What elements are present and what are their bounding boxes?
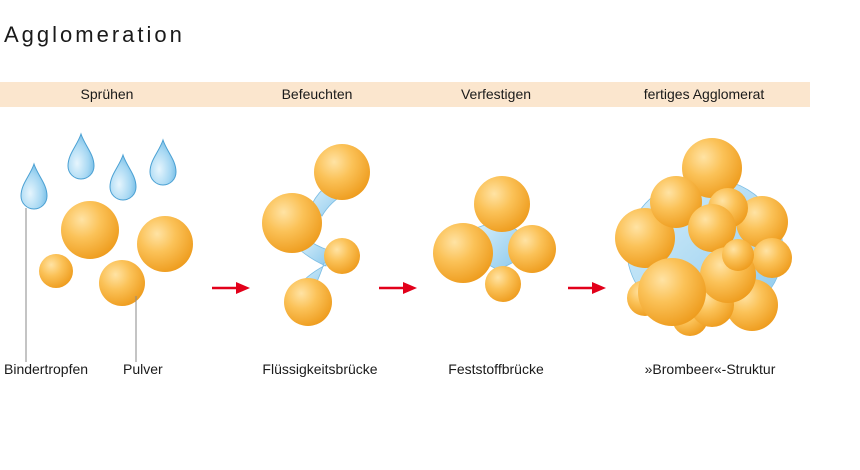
binder-drop (149, 138, 177, 186)
stage-label-finished-agglomerate: fertiges Agglomerat (643, 86, 765, 102)
arrow-icon (212, 282, 250, 294)
caption-binder-drops: Bindertropfen (4, 361, 89, 377)
drop-group (20, 132, 177, 210)
powder-particle (314, 144, 370, 200)
powder-particle (61, 201, 119, 259)
powder-particle (137, 216, 193, 272)
powder-particle (99, 260, 145, 306)
powder-particle (433, 223, 493, 283)
binder-drop (109, 153, 137, 201)
agglomerate-particles (615, 138, 792, 336)
binder-drop (20, 162, 48, 210)
powder-particles (39, 201, 193, 306)
powder-particle (485, 266, 521, 302)
powder-particle (39, 254, 73, 288)
powder-particle (638, 258, 706, 326)
powder-particle (722, 239, 754, 271)
caption-blackberry-structure: »Brombeer«-Struktur (644, 361, 776, 377)
powder-particle (508, 225, 556, 273)
powder-particle (262, 193, 322, 253)
caption-powder: Pulver (123, 361, 163, 377)
powder-particle (688, 204, 736, 252)
arrow-icon (379, 282, 417, 294)
caption-solid-bridge: Feststoffbrücke (448, 361, 544, 377)
powder-particle (284, 278, 332, 326)
stage-label-solidifying: Verfestigen (460, 86, 532, 102)
liquid-bridge-particles (262, 144, 370, 326)
powder-particle (682, 138, 742, 198)
stage-label-wetting: Befeuchten (281, 86, 353, 102)
binder-drop (67, 132, 95, 180)
powder-particle (324, 238, 360, 274)
stage-header-band (0, 82, 810, 107)
powder-particle (752, 238, 792, 278)
powder-particle (474, 176, 530, 232)
diagram-title: Agglomeration (4, 22, 185, 47)
powder-particle (615, 208, 675, 268)
stage-label-spraying: Sprühen (80, 86, 134, 102)
arrow-icon (568, 282, 606, 294)
powder-particle (650, 176, 702, 228)
solid-bridge-particles (433, 176, 556, 302)
caption-liquid-bridge: Flüssigkeitsbrücke (262, 361, 378, 377)
powder-particle (736, 196, 788, 248)
